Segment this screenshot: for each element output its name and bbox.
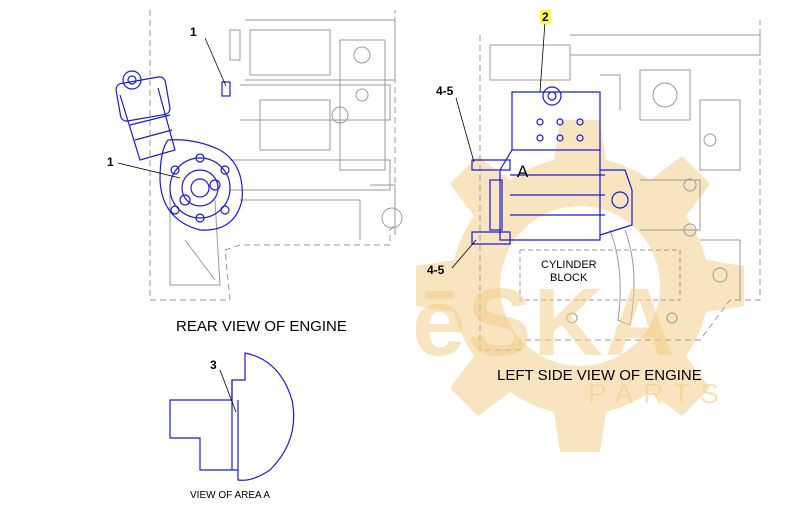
caption-view-of-area-a: VIEW OF AREA A xyxy=(190,490,271,501)
callout-rear-top: 1 xyxy=(190,25,197,39)
callout-rear-side: 1 xyxy=(107,155,114,169)
callout-left-top: 2 xyxy=(540,10,551,24)
watermark-brand: ēSKA xyxy=(412,269,677,376)
cylinder-block-label-2: BLOCK xyxy=(550,272,588,284)
callout-area-a: 3 xyxy=(210,358,217,372)
watermark-sub: PARTS xyxy=(588,378,729,409)
area-marker: A xyxy=(517,162,529,181)
caption-left-side-view: LEFT SIDE VIEW OF ENGINE xyxy=(497,367,702,384)
callout-left-lower: 4-5 xyxy=(427,263,445,277)
cylinder-block-label-1: CYLINDER xyxy=(541,259,597,271)
callout-left-upper: 4-5 xyxy=(436,84,454,98)
caption-rear-view: REAR VIEW OF ENGINE xyxy=(176,318,347,335)
